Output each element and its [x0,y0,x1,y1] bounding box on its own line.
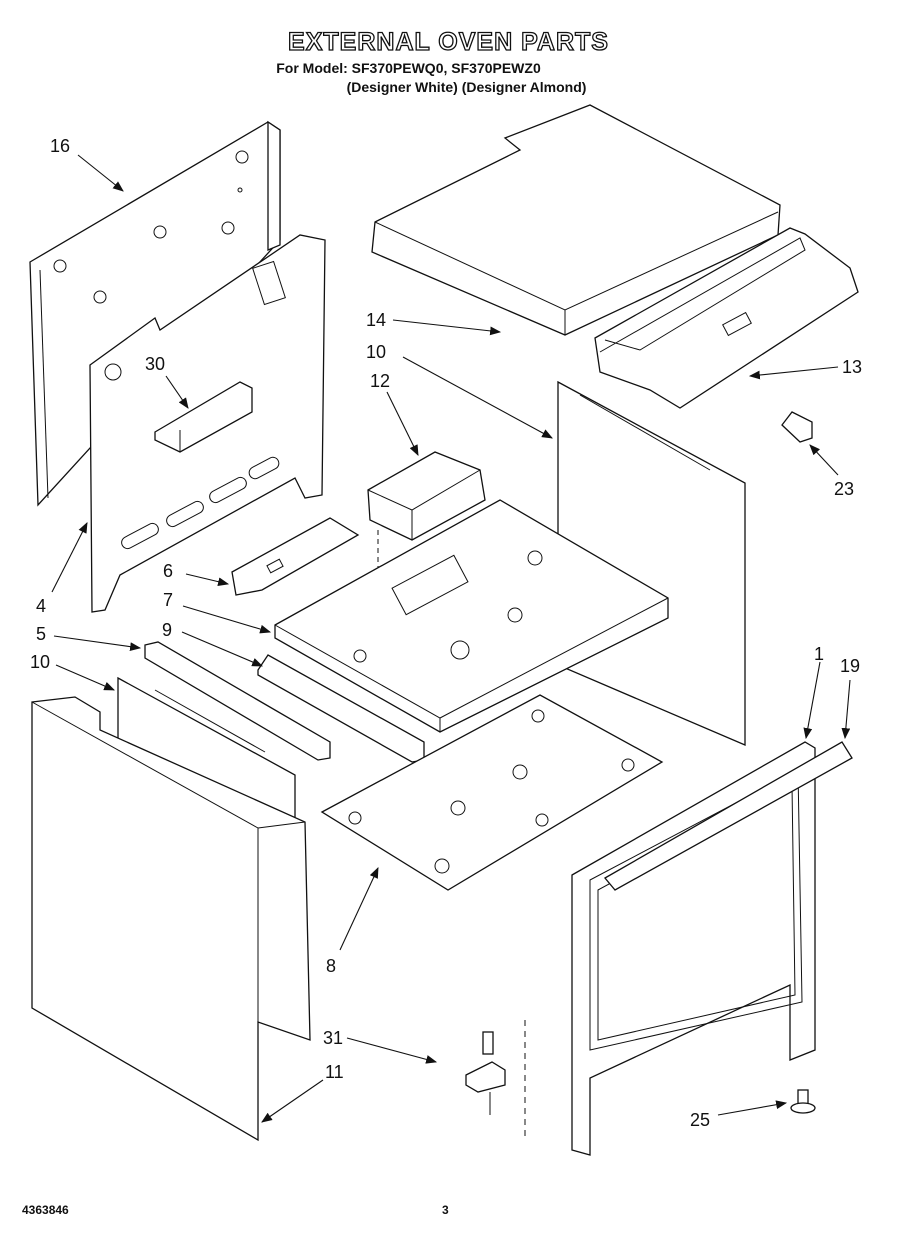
leader-lines [51,154,851,1123]
callout-5: 5 [36,624,46,644]
part-1-front-frame [571,741,816,1156]
callout-4: 4 [36,596,46,616]
document-number: 4363846 [22,1203,69,1217]
part-30-bracket [154,381,253,453]
callout-11: 11 [325,1062,344,1082]
callout-14: 14 [366,310,386,330]
part-6-rail [231,517,360,596]
callout-23: 23 [834,479,854,499]
part-8-bottom-panel [320,694,664,891]
part-7-oven-bottom [274,499,669,733]
part-25-leveling-leg [790,1089,816,1114]
part-23-clip [781,411,813,443]
model-line: For Model: SF370PEWQ0, SF370PEWZ0 [276,60,541,76]
callout-30: 30 [145,354,165,374]
callout-13: 13 [842,357,862,377]
callout-19: 19 [840,656,860,676]
callout-9: 9 [162,620,172,640]
callout-16: 16 [50,136,70,156]
part-14-top-panel [371,104,781,336]
part-12-cover [367,451,486,590]
part-13-front-frame [594,227,859,409]
page-number: 3 [442,1203,449,1217]
callout-1: 1 [814,644,824,664]
callout-12: 12 [370,371,390,391]
callout-10-right: 10 [366,342,386,362]
callout-8: 8 [326,956,336,976]
callout-6: 6 [163,561,173,581]
page-title: EXTERNAL OVEN PARTS [287,27,609,56]
part-11-side-cover [31,696,311,1142]
callout-7: 7 [163,590,173,610]
callout-10-left: 10 [30,652,50,672]
part-5-strip [144,641,331,761]
callout-25: 25 [690,1110,710,1130]
part-31-fastener [465,1020,526,1140]
part-19-trim [604,741,853,891]
finish-line: (Designer White) (Designer Almond) [346,79,587,95]
callout-31: 31 [323,1028,343,1048]
callout-labels: 16 4 30 14 13 10 12 23 6 7 5 9 10 1 19 8… [30,136,862,1130]
